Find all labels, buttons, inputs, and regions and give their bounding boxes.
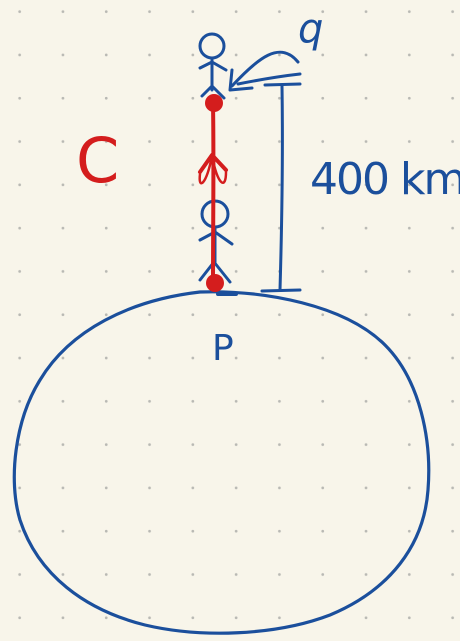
top-figure-legs: [200, 84, 226, 100]
top-stick-figure: [198, 32, 228, 100]
planet-circle: [12, 290, 431, 635]
lower-stick-figure: [198, 199, 234, 284]
height-bar: [260, 82, 302, 293]
curve-label-c: C: [76, 124, 119, 197]
observer-arrow-head: [228, 68, 254, 92]
height-label: 400 km: [310, 154, 460, 205]
curve-c-start-point: [205, 94, 223, 112]
height-bar-bottom: [260, 288, 302, 293]
curve-c-end-point: [206, 274, 224, 292]
curve-c-direction-arrow: [198, 153, 228, 174]
height-bar-line: [278, 84, 284, 292]
observer-arrow: [228, 50, 302, 92]
point-label-p: P: [212, 328, 234, 369]
curve-c-arrow-loop: [198, 155, 228, 185]
observer-label-q: q: [298, 6, 323, 52]
top-figure-head: [198, 32, 226, 60]
observer-arrow-tail: [236, 72, 302, 86]
observer-arrow-shaft: [230, 50, 300, 88]
top-figure-arms: [198, 60, 228, 72]
curve-c: [198, 94, 228, 292]
height-bar-top: [263, 82, 302, 87]
